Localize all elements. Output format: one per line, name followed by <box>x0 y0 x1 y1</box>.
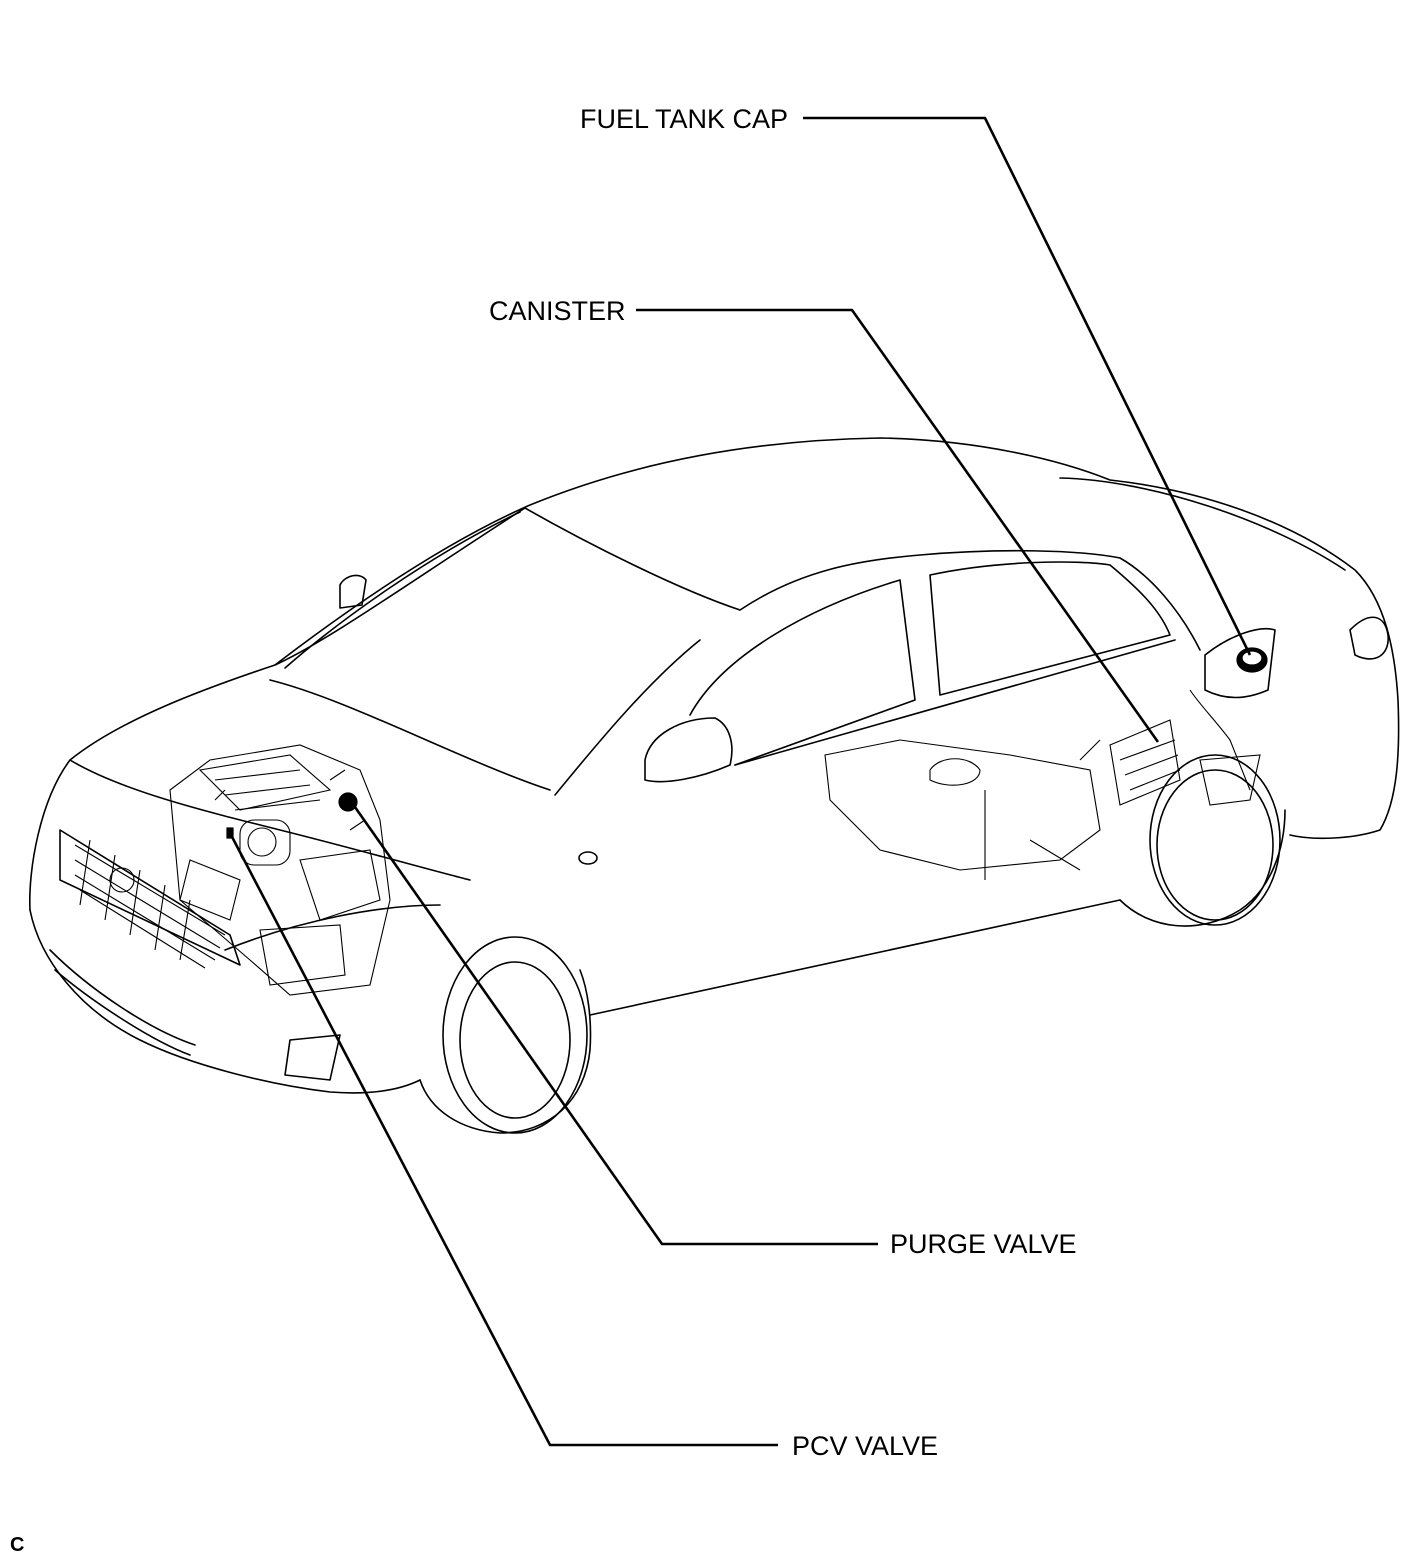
fuel-tank-assembly <box>824 647 1268 880</box>
corner-mark: C <box>10 1534 25 1556</box>
pcv-valve-leader <box>228 832 778 1447</box>
grille <box>74 839 226 969</box>
canister-leader <box>636 308 1160 743</box>
leader-lines <box>228 116 1252 1447</box>
pcv-valve-label: PCV VALVE <box>792 1431 939 1461</box>
engine-assembly <box>169 744 391 996</box>
car-body-outline <box>28 437 1400 1134</box>
purge-valve-label: PURGE VALVE <box>890 1229 1077 1259</box>
purge-valve-leader <box>348 799 878 1246</box>
canister-label: CANISTER <box>489 296 626 326</box>
fuel-tank-cap-label: FUEL TANK CAP <box>580 104 789 134</box>
fuel-tank-cap-leader <box>803 116 1252 656</box>
